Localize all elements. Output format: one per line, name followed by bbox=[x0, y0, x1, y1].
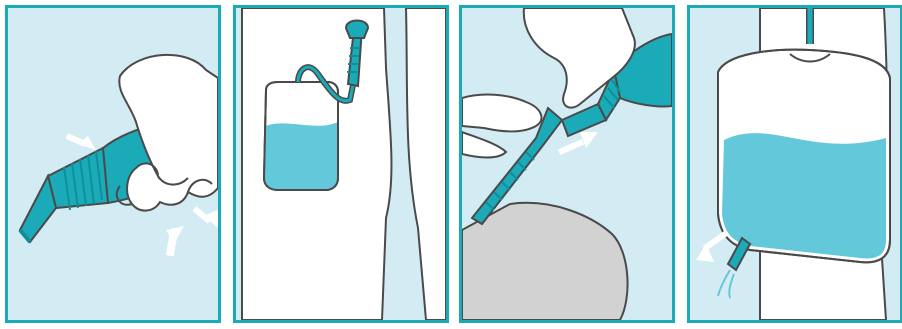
drain-bag-icon bbox=[696, 8, 891, 320]
connect-arrow bbox=[557, 132, 598, 156]
squeeze-catheter-icon bbox=[18, 53, 218, 257]
leg-bag-icon bbox=[241, 8, 446, 320]
hands bbox=[462, 8, 636, 159]
pad bbox=[462, 201, 629, 320]
step-4-panel bbox=[687, 5, 902, 323]
hand bbox=[115, 53, 218, 212]
tube bbox=[470, 102, 608, 226]
bag bbox=[717, 48, 891, 264]
drain-arrow bbox=[696, 231, 728, 262]
drain-valve bbox=[717, 236, 752, 299]
squeeze-arrows bbox=[65, 133, 218, 257]
step-3-panel bbox=[459, 5, 675, 323]
step-2-panel bbox=[233, 5, 449, 323]
tube bbox=[295, 19, 370, 104]
bag bbox=[262, 81, 339, 191]
connect-tube-icon bbox=[462, 8, 672, 320]
step-1-panel bbox=[5, 5, 221, 323]
bulb bbox=[596, 32, 672, 123]
